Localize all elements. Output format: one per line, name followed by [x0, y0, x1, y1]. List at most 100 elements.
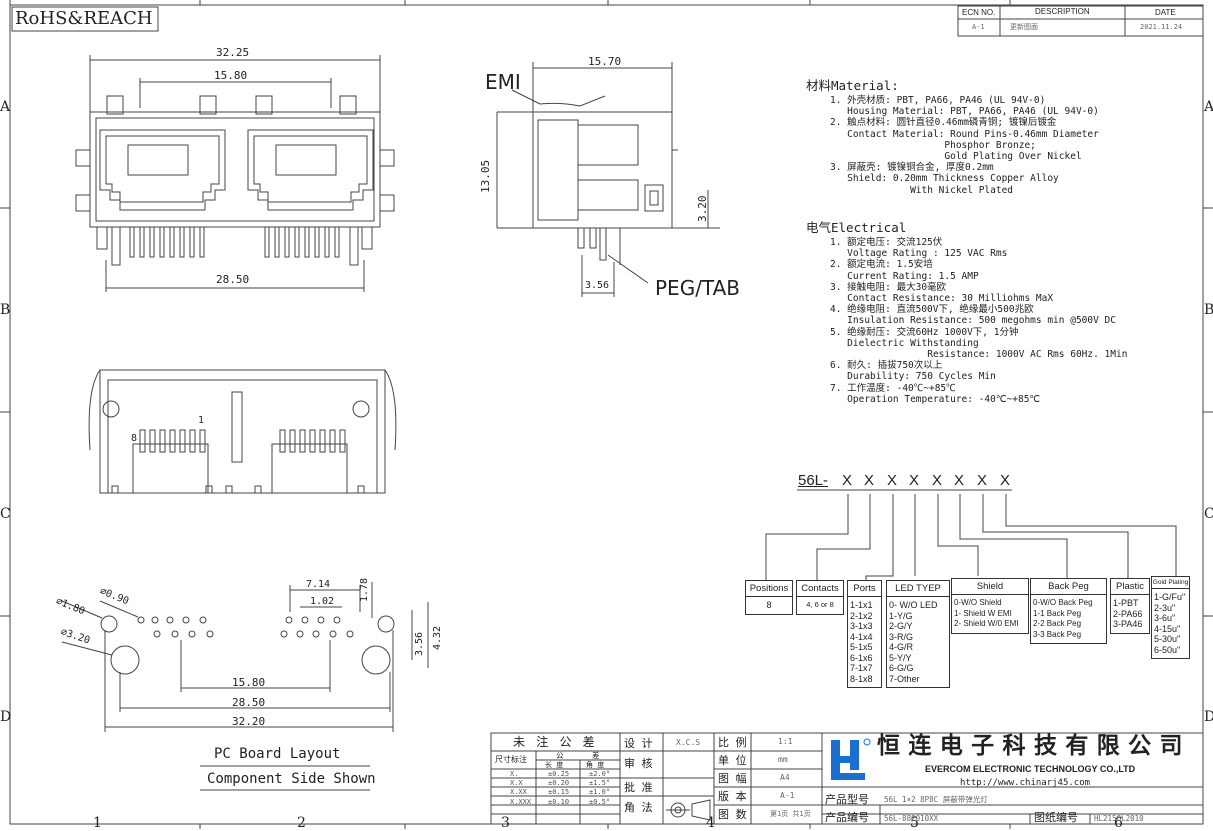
tolerance-cell: X.XXX — [510, 797, 532, 806]
dim-3220: 32.20 — [232, 715, 266, 728]
col-label-1: 1 — [93, 815, 102, 831]
electrical-line: 1. 额定电压: 交流125伏 — [830, 237, 943, 248]
row-label-c: C — [0, 506, 11, 522]
company-name-cn: 恒 连 电 子 科 技 有 限 公 司 — [877, 732, 1184, 758]
part-code-slot: X — [909, 472, 920, 489]
material-line: Gold Plating Over Nickel — [830, 151, 1082, 162]
col-label-4: 4 — [706, 815, 715, 831]
row-label-d-right: D — [1204, 709, 1213, 725]
option-item: 2-PA66 — [1113, 608, 1143, 619]
electrical-line: 3. 接触电阻: 最大30毫欧 — [830, 281, 947, 293]
material-line: 3. 屏蔽壳: 镀镍铜合金, 厚度0.2mm — [830, 162, 994, 174]
option-item: 4-G/R — [889, 642, 914, 652]
tolerance-cell: ±1.5° — [589, 779, 611, 788]
dim-714: 7.14 — [306, 579, 331, 590]
scale-value: 1:1 — [778, 737, 793, 746]
drawing-no-label: 图纸编号 — [1034, 811, 1078, 824]
sheet-size-value: A4 — [780, 773, 790, 782]
rohs-label: RoHS&REACH — [15, 8, 153, 29]
tol-title: 未 注 公 差 — [513, 735, 597, 749]
pin-1-label: 1 — [198, 415, 205, 426]
option-item: 7-Other — [889, 673, 920, 684]
row-label-b-right: B — [1204, 302, 1213, 318]
option-item: 4-15u" — [1154, 623, 1181, 634]
pcb-layout — [61, 582, 429, 791]
dim-178: 1.78 — [359, 577, 370, 602]
option-item: 2-1x2 — [850, 610, 873, 621]
tolerance-cell: ±0.25 — [548, 770, 570, 778]
electrical-line: Durability: 750 Cycles Min — [830, 371, 996, 383]
option-item: 2-2 Back Peg — [1033, 619, 1082, 628]
option-item: 5-1x5 — [850, 642, 873, 652]
tolerance-cell: ±1.0° — [589, 788, 611, 797]
rev-header-ecn: ECN NO. — [962, 8, 996, 17]
electrical-heading: 电气Electrical — [806, 220, 907, 235]
dim-bottom-width: 28.50 — [216, 273, 250, 286]
electrical-line: Resistance: 1000V AC Rms 60Hz. 1Min — [830, 349, 1128, 360]
option-box-title: Plastic — [1111, 579, 1149, 595]
option-item: 7-1x7 — [850, 663, 873, 673]
rev-header-date: DATE — [1155, 8, 1176, 17]
option-item: 2-G/Y — [889, 621, 913, 631]
part-code-slot: X — [932, 472, 943, 489]
option-box-title: Ports — [848, 581, 881, 597]
material-line: Phosphor Bronze; — [830, 139, 1036, 151]
electrical-line: Contact Resistance: 30 Milliohms MaX — [830, 293, 1054, 304]
count-label: 图 数 — [718, 808, 747, 821]
electrical-line: 5. 绝缘耐压: 交流60Hz 1000V下, 1分钟 — [830, 326, 1019, 338]
dim-102: 1.02 — [310, 596, 335, 607]
material-line: With Nickel Plated — [830, 184, 1014, 196]
option-box-title: Contacts — [797, 581, 843, 597]
option-box: Positions 8 — [745, 580, 793, 615]
option-item: 8 — [766, 600, 772, 610]
option-item: 1-Y/G — [889, 610, 913, 621]
material-line: Shield: 0.20mm Thickness Copper Alloy — [830, 173, 1059, 185]
option-item: 4, 6 or 8 — [806, 600, 834, 609]
electrical-line: 6. 耐久: 插拔750次以上 — [830, 360, 943, 372]
label-emi: EMI — [485, 70, 521, 94]
unit-label: 单 位 — [718, 754, 747, 767]
dim-depth: 15.70 — [588, 55, 622, 68]
option-box-title: Positions — [746, 581, 792, 597]
tol-header-1: 公 — [556, 751, 564, 760]
option-box-title: Shield — [952, 579, 1028, 595]
col-label-3: 3 — [501, 815, 510, 831]
row-label-b: B — [0, 302, 11, 318]
electrical-line: 2. 额定电流: 1.5安培 — [830, 259, 933, 271]
option-box-title: Gold Plating — [1152, 577, 1189, 589]
option-item: 8-1x8 — [850, 673, 873, 684]
design-label: 设 计 — [624, 737, 653, 750]
option-item: 0-W/O Shield — [954, 598, 1002, 607]
dim-2850: 28.50 — [232, 696, 266, 709]
dim-total-width: 32.25 — [216, 46, 250, 59]
dim-port-pitch: 15.80 — [214, 69, 248, 82]
material-heading: 材料Material: — [806, 78, 899, 93]
company-website: http://www.chinarj45.com — [960, 778, 1091, 788]
col-label-2: 2 — [297, 815, 306, 831]
pcb-layout-subtitle: Component Side Shown — [207, 771, 376, 787]
version-label: 版 本 — [718, 790, 747, 803]
code-value: 56L-882010XX — [884, 814, 939, 823]
tolerance-cell: X.XX — [510, 788, 527, 797]
option-item: 1-G/Fu" — [1154, 592, 1186, 602]
dim-432: 4.32 — [432, 625, 443, 650]
dim-356: 3.56 — [414, 631, 425, 656]
dim-peg: 3.20 — [696, 195, 709, 223]
company-logo — [831, 738, 871, 780]
option-item: 0- W/O LED — [889, 600, 938, 610]
tolerance-cell: ±0.10 — [548, 797, 570, 806]
option-item: 3-PA46 — [1113, 619, 1143, 629]
option-item: 2- Shield W/0 EMI — [954, 619, 1019, 628]
option-item: 3-6u" — [1154, 613, 1176, 623]
rev-header-desc: DESCRIPTION — [1035, 7, 1090, 16]
material-line: Contact Material: Round Pins-0.46mm Diam… — [830, 128, 1099, 140]
part-code-slot: X — [842, 472, 853, 489]
electrical-line: Operation Temperature: -40℃~+85℃ — [830, 393, 1041, 405]
option-box-title: LED TYEP — [887, 581, 949, 597]
approve-label: 批 准 — [624, 781, 653, 794]
